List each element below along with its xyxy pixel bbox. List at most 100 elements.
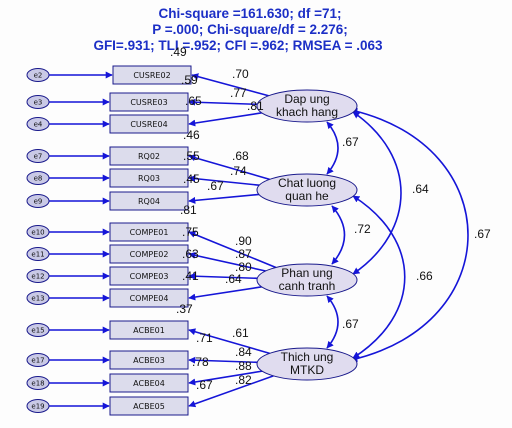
loading-path (188, 231, 277, 269)
indicator-compe03: COMPE03 (109, 266, 189, 286)
r-squared-label: .41 (182, 269, 199, 283)
indicator-label: ACBE05 (133, 402, 165, 411)
loading-path (191, 73, 269, 97)
correlation-path (331, 205, 346, 265)
correlation-label: .67 (342, 135, 359, 149)
latent-ellipse (256, 173, 358, 207)
error-e12: e12 (26, 269, 50, 283)
indicator-box (109, 222, 189, 242)
r-squared-label: .49 (170, 45, 187, 59)
indicator-box (109, 146, 189, 166)
r-squared-label: .65 (185, 94, 202, 108)
indicator-acbe05: ACBE05 (109, 396, 189, 416)
error-label: e7 (34, 153, 43, 161)
loading-label: .82 (235, 373, 252, 387)
error-e17: e17 (26, 353, 50, 367)
loading-path (188, 272, 258, 280)
error-e7: e7 (26, 149, 50, 163)
indicator-compe02: COMPE02 (109, 244, 189, 264)
error-ellipse (26, 194, 50, 208)
error-e19: e19 (26, 399, 50, 413)
loading-label: .70 (232, 67, 249, 81)
r-squared-label: .45 (183, 172, 200, 186)
error-ellipse (26, 353, 50, 367)
loading-path (188, 193, 260, 204)
r-squared-label: .81 (180, 203, 197, 217)
indicator-label: ACBE01 (133, 326, 165, 335)
correlation-label: .67 (474, 227, 491, 241)
error-label: e10 (31, 229, 44, 237)
loading-path (188, 286, 262, 301)
r-squared-label: .67 (196, 378, 213, 392)
indicator-box (109, 191, 189, 211)
error-e10: e10 (26, 225, 50, 239)
error-ellipse (26, 225, 50, 239)
error-label: e15 (31, 327, 44, 335)
loading-path (188, 112, 262, 127)
error-ellipse (26, 269, 50, 283)
path-arrows (49, 71, 469, 410)
r-squared-label: .78 (192, 355, 209, 369)
loading-path (188, 154, 270, 181)
r-squared-label: .71 (196, 331, 213, 345)
loading-path (188, 251, 266, 272)
indicator-label: RQ02 (138, 152, 160, 161)
indicator-compe04: COMPE04 (109, 288, 189, 308)
indicator-label: RQ04 (138, 197, 160, 206)
indicator-box (109, 114, 189, 134)
error-ellipse (26, 291, 50, 305)
loading-label: .67 (207, 179, 224, 193)
indicator-label: COMPE04 (130, 294, 169, 303)
error-ellipse (26, 68, 50, 82)
error-label: e12 (31, 273, 44, 281)
r-squared-label: .37 (176, 302, 193, 316)
indicator-label: COMPE01 (130, 228, 169, 237)
indicator-box (109, 288, 189, 308)
latent-ellipse (256, 263, 358, 297)
r-squared-label: .46 (183, 128, 200, 142)
error-e18: e18 (26, 376, 50, 390)
indicator-cusre03: CUSRE03 (109, 92, 189, 112)
loading-path (188, 328, 270, 355)
error-e15: e15 (26, 323, 50, 337)
indicator-rq04: RQ04 (109, 191, 189, 211)
error-ellipse (26, 399, 50, 413)
error-ellipse (26, 323, 50, 337)
indicator-box (109, 396, 189, 416)
indicator-label: CUSRE02 (133, 71, 170, 80)
loading-path (188, 370, 263, 386)
correlation-path (352, 195, 406, 359)
indicator-acbe03: ACBE03 (109, 350, 189, 370)
error-ellipse (26, 247, 50, 261)
latent-label: Phan ung (281, 266, 332, 280)
correlation-path (350, 108, 469, 362)
indicator-label: RQ03 (138, 174, 160, 183)
error-e2: e2 (26, 68, 50, 82)
fit-line-3: GFI=.931; TLI =.952; CFI =.962; RMSEA = … (93, 38, 383, 53)
error-e3: e3 (26, 95, 50, 109)
indicator-label: CUSRE04 (130, 120, 167, 129)
loading-path (188, 356, 258, 364)
loading-label: .90 (235, 234, 252, 248)
error-ellipse (26, 117, 50, 131)
loading-path (188, 375, 274, 408)
error-e8: e8 (26, 171, 50, 185)
indicator-label: ACBE04 (133, 379, 165, 388)
error-e11: e11 (26, 247, 50, 261)
indicator-label: CUSRE03 (130, 98, 167, 107)
latent-ellipse (256, 89, 358, 123)
indicator-box (112, 65, 192, 85)
loading-label: .80 (235, 260, 252, 274)
loading-path (188, 175, 260, 186)
error-label: e18 (31, 380, 44, 388)
loading-label: .77 (230, 86, 247, 100)
error-label: e8 (34, 175, 43, 183)
r-squared-label: .59 (181, 73, 198, 87)
model-fit-header: Chi-square =161.630; df =71; P =.000; Ch… (93, 6, 383, 53)
indicator-box (109, 92, 189, 112)
